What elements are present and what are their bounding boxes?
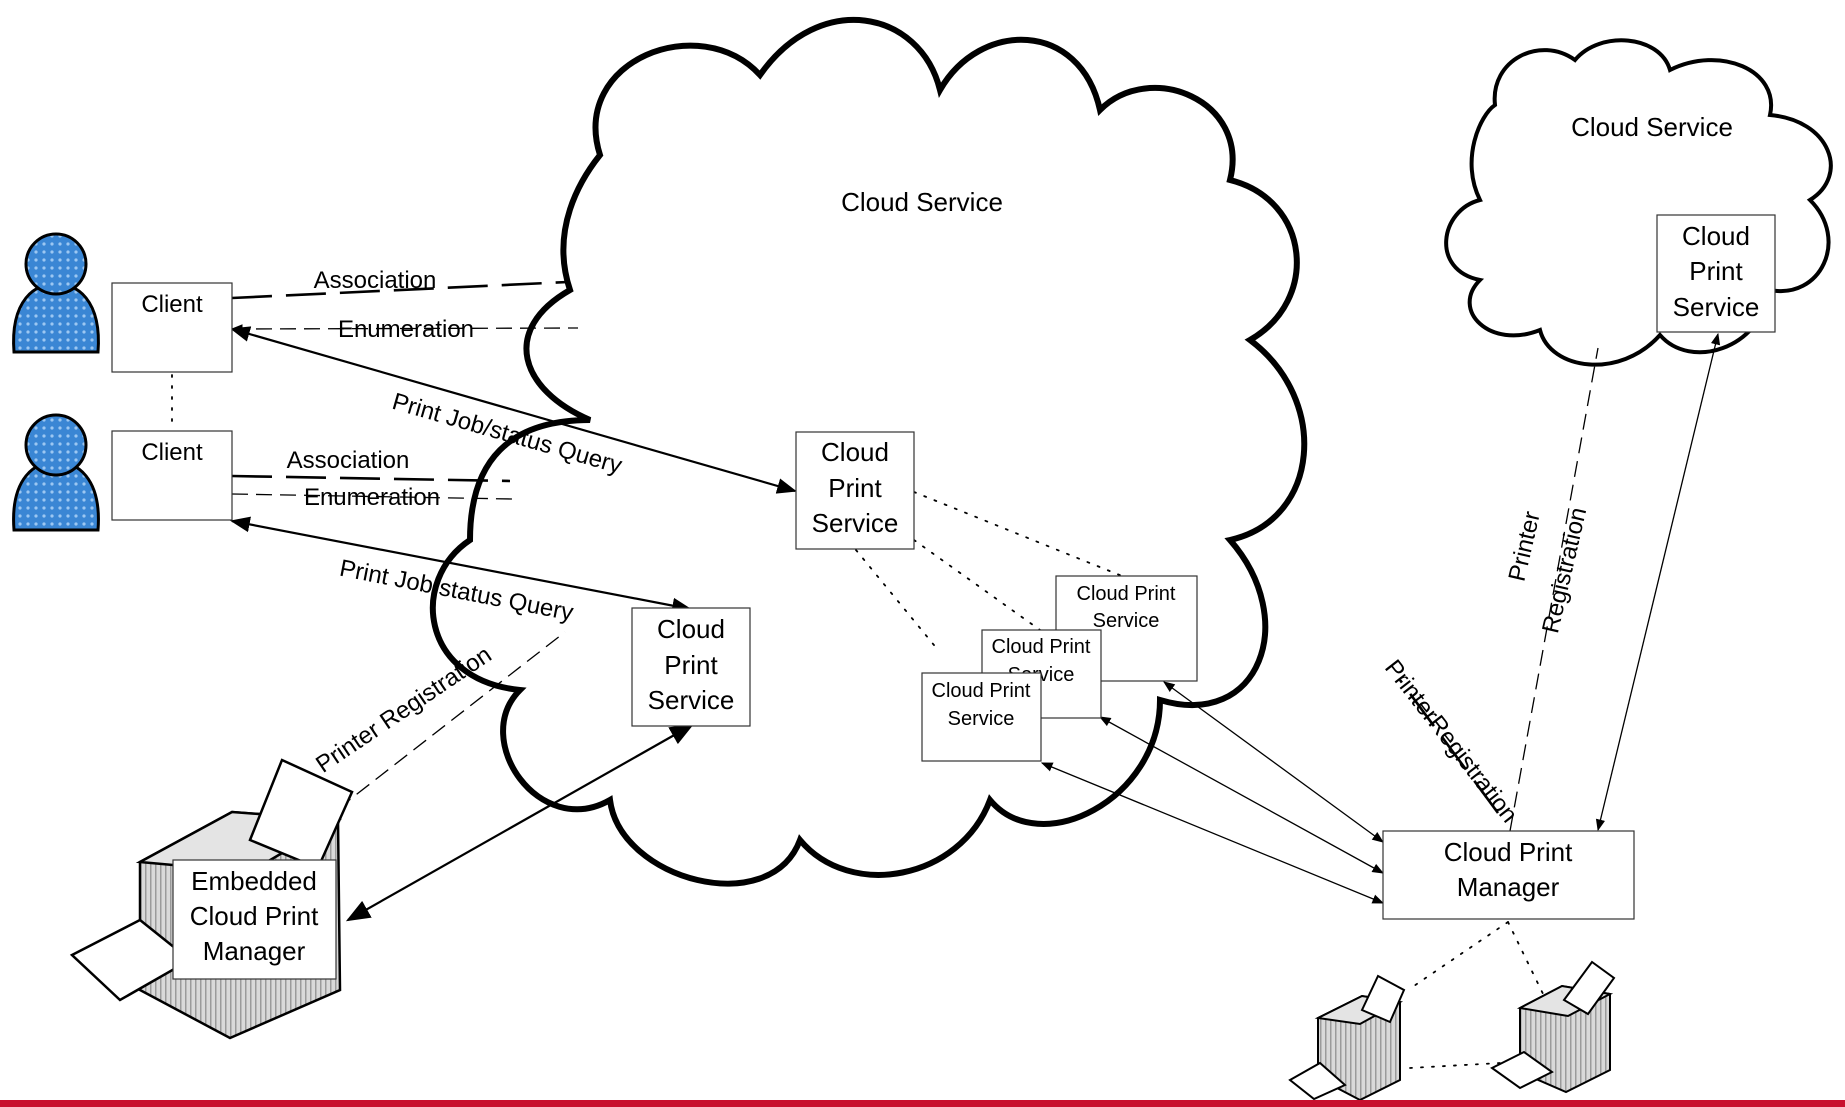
association-line-2 bbox=[231, 474, 511, 483]
print-job-line-2 bbox=[230, 516, 692, 614]
central-stack-dotted-2 bbox=[913, 539, 1041, 631]
embedded-manager-line-2: Cloud Print bbox=[190, 901, 319, 931]
central-print-service-box: Cloud Print Service bbox=[795, 431, 915, 550]
stack-manager-line-2 bbox=[1098, 716, 1385, 874]
standalone-manager-line-2: Manager bbox=[1457, 872, 1560, 902]
standalone-manager-box: Cloud Print Manager bbox=[1382, 830, 1635, 920]
stacked-print-service-back: Cloud Print Service bbox=[1055, 575, 1198, 682]
main-cloud-title: Cloud Service bbox=[841, 187, 1003, 217]
enumeration-label-1: Enumeration bbox=[338, 316, 474, 343]
remote-registration-line bbox=[1509, 347, 1599, 832]
manager-printer-dotted-1 bbox=[1407, 921, 1509, 991]
central-service-line-3: Service bbox=[812, 508, 899, 538]
remote-registration-label-1: Printer bbox=[1504, 509, 1546, 584]
lower-service-line-2: Print bbox=[664, 650, 718, 680]
printer-icon bbox=[1490, 960, 1616, 1094]
embedded-manager-line-3: Manager bbox=[203, 936, 306, 966]
manager-registration-label: PrinterRegistration bbox=[1379, 655, 1523, 828]
central-stack-dotted-1 bbox=[913, 491, 1123, 577]
enumeration-label-2: Enumeration bbox=[304, 484, 440, 511]
embedded-registration-line bbox=[261, 631, 566, 869]
stack-back-line-2: Service bbox=[1093, 610, 1160, 632]
printer-icon bbox=[1288, 974, 1406, 1100]
stack-middle-line-1: Cloud Print bbox=[992, 636, 1091, 658]
embedded-manager-box: Embedded Cloud Print Manager bbox=[172, 859, 337, 980]
client-box-1: Client bbox=[111, 282, 233, 373]
client-box-2: Client bbox=[111, 430, 233, 521]
embedded-to-service-line bbox=[345, 723, 695, 922]
secondary-cloud-title: Cloud Service bbox=[1571, 112, 1733, 142]
manager-remote-service-line bbox=[1595, 332, 1721, 832]
association-line-1 bbox=[231, 280, 569, 300]
remote-service-line-2: Print bbox=[1689, 256, 1743, 286]
print-job-line-1 bbox=[230, 326, 797, 494]
user-icon bbox=[12, 413, 100, 532]
remote-service-line-3: Service bbox=[1673, 292, 1760, 322]
remote-service-line-1: Cloud bbox=[1682, 221, 1750, 251]
association-label-2: Association bbox=[287, 447, 410, 474]
central-service-line-1: Cloud bbox=[821, 437, 889, 467]
manager-printer-dotted-2 bbox=[1507, 921, 1547, 1001]
association-label-1: Association bbox=[314, 267, 437, 294]
stack-front-line-1: Cloud Print bbox=[932, 680, 1031, 702]
central-stack-dotted-3 bbox=[855, 549, 939, 651]
central-service-line-2: Print bbox=[828, 473, 882, 503]
standalone-manager-line-1: Cloud Print bbox=[1444, 837, 1573, 867]
manager-registration-line bbox=[1398, 679, 1500, 814]
remote-registration-label-2: Registration bbox=[1537, 505, 1592, 636]
bottom-accent-rule bbox=[0, 1100, 1845, 1107]
embedded-manager-line-1: Embedded bbox=[191, 866, 317, 896]
printer-printer-dotted bbox=[1409, 1062, 1501, 1069]
stack-back-line-1: Cloud Print bbox=[1077, 583, 1176, 605]
stack-front-line-2: Service bbox=[948, 708, 1015, 730]
lower-print-service-box: Cloud Print Service bbox=[631, 607, 751, 727]
stack-manager-line-3 bbox=[1040, 762, 1385, 904]
client-label-2: Client bbox=[141, 439, 203, 466]
lower-service-line-3: Service bbox=[648, 685, 735, 715]
user-icon bbox=[12, 232, 100, 354]
remote-print-service-box: Cloud Print Service bbox=[1656, 214, 1776, 333]
client-label-1: Client bbox=[141, 291, 203, 318]
stacked-print-service-front: Cloud Print Service bbox=[921, 672, 1042, 762]
lower-service-line-1: Cloud bbox=[657, 614, 725, 644]
stack-manager-line-1 bbox=[1163, 681, 1384, 843]
